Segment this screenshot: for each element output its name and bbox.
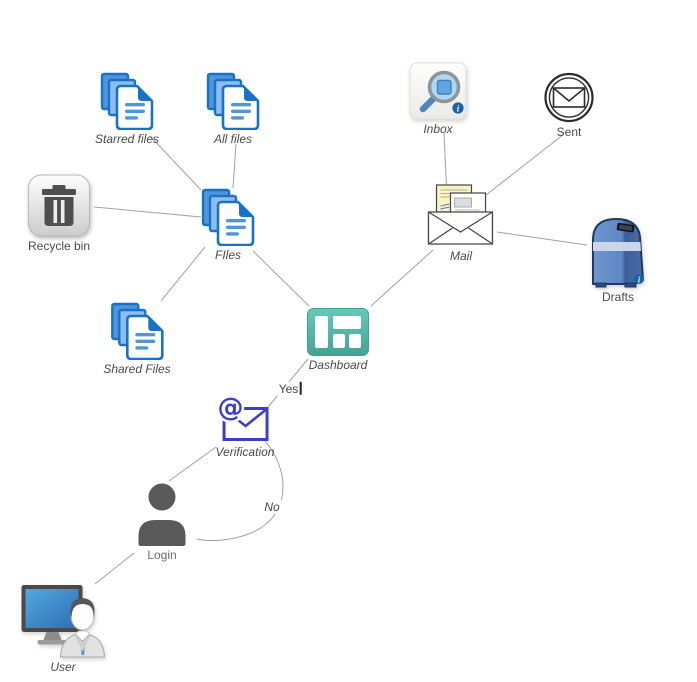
- edge-recycle-bin-to-files[interactable]: [93, 206, 202, 218]
- stacked-documents-icon: [206, 72, 260, 130]
- node-mail[interactable]: Mail: [427, 184, 495, 264]
- edge-label-no-text: No: [264, 499, 280, 514]
- edge-label-yes-text: Yes: [278, 381, 299, 396]
- node-all-files[interactable]: All files: [206, 72, 260, 147]
- node-label: User: [50, 660, 76, 674]
- node-sent[interactable]: Sent: [544, 72, 595, 140]
- edge-verification-to-login[interactable]: [168, 446, 217, 482]
- envelope-with-letters-icon: [427, 184, 494, 245]
- edge-mail-to-sent[interactable]: [480, 133, 565, 200]
- node-login[interactable]: Login: [130, 482, 195, 563]
- trash-bin-icon: [28, 174, 90, 237]
- edge-label-yes[interactable]: Yes: [276, 381, 304, 397]
- edge-verification-to-login-no[interactable]: [196, 440, 284, 541]
- node-user[interactable]: User: [21, 582, 106, 675]
- at-envelope-icon: @ @: [219, 396, 269, 441]
- stacked-documents-icon: [201, 188, 255, 246]
- edge-dashboard-to-mail[interactable]: [370, 249, 434, 307]
- blue-mailbox-icon: i: [592, 218, 644, 288]
- person-silhouette-icon: [138, 483, 186, 546]
- info-badge-icon: [452, 102, 464, 114]
- node-label: Starred files: [94, 132, 160, 146]
- node-label: Sent: [556, 125, 582, 139]
- text-cursor: [299, 381, 302, 395]
- node-label: Drafts: [601, 290, 634, 304]
- stacked-documents-icon: [100, 72, 154, 130]
- edge-login-to-user[interactable]: [94, 552, 135, 585]
- node-recycle-bin[interactable]: Recycle bin: [28, 174, 91, 254]
- node-shared-files[interactable]: Shared Files: [103, 302, 171, 377]
- edge-label-no[interactable]: No: [262, 499, 282, 515]
- node-label: Verification: [215, 445, 275, 459]
- node-dashboard[interactable]: Dashboard: [307, 308, 369, 373]
- edge-starred-files-to-files[interactable]: [149, 135, 202, 191]
- info-badge-icon: [634, 274, 644, 284]
- edge-all-files-to-files[interactable]: [232, 143, 237, 189]
- svg-text:@: @: [219, 396, 244, 423]
- stacked-documents-icon: [110, 302, 164, 360]
- svg-text:i: i: [638, 275, 641, 284]
- svg-text:@: @: [219, 396, 244, 423]
- node-label: All files: [213, 132, 252, 146]
- svg-text:i: i: [457, 104, 460, 114]
- dashboard-grid-icon: [307, 308, 369, 356]
- node-label: Login: [147, 548, 177, 562]
- edge-mail-to-drafts[interactable]: [496, 231, 588, 246]
- node-label: Recycle bin: [27, 239, 91, 253]
- edge-files-to-dashboard[interactable]: [252, 250, 310, 307]
- node-label: Mail: [449, 249, 472, 263]
- magnifier-app-box-icon: i: [409, 62, 467, 120]
- node-drafts[interactable]: i Drafts: [588, 212, 648, 305]
- node-label: Dashboard: [308, 358, 368, 372]
- node-label: Shared Files: [103, 362, 171, 376]
- node-files[interactable]: FIles: [201, 188, 255, 263]
- node-inbox[interactable]: i Inbox: [409, 62, 467, 137]
- edge-files-to-shared-files[interactable]: [160, 246, 206, 302]
- node-starred-files[interactable]: Starred files: [95, 72, 159, 147]
- node-verification[interactable]: @ @ Verification: [216, 396, 275, 460]
- circled-envelope-icon: [544, 72, 594, 123]
- node-label: Inbox: [423, 122, 453, 136]
- node-label: FIles: [214, 248, 241, 262]
- person-at-computer-icon: [21, 585, 106, 658]
